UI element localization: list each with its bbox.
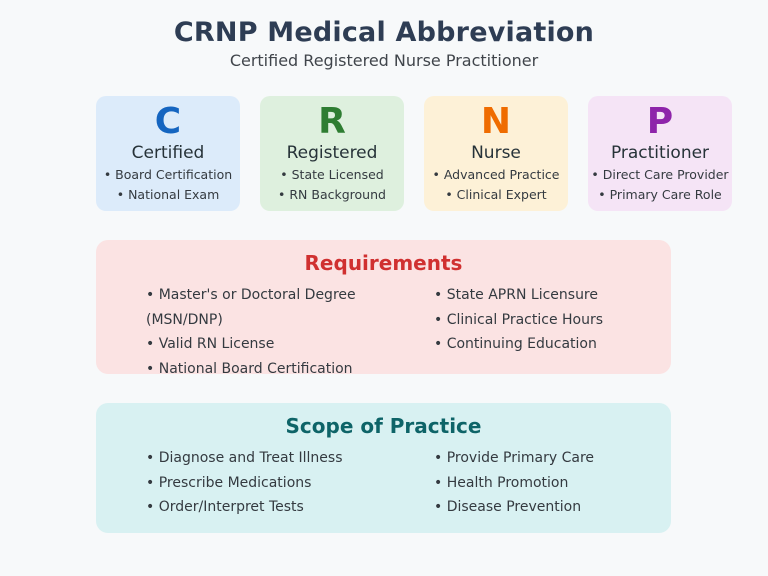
list-item: Master's or Doctoral Degree (MSN/DNP): [146, 283, 434, 332]
list-item: Diagnose and Treat Illness: [146, 446, 434, 471]
card-word: Certified: [131, 143, 205, 163]
requirements-right-list: State APRN Licensure Clinical Practice H…: [434, 283, 671, 381]
card-practitioner: P Practitioner Direct Care Provider Prim…: [588, 96, 732, 211]
card-bullet: State Licensed: [260, 166, 404, 184]
list-item: Prescribe Medications: [146, 471, 434, 496]
card-letter: P: [646, 101, 674, 142]
card-bullet: Board Certification: [96, 166, 240, 184]
card-word: Registered: [286, 143, 378, 163]
list-item: Health Promotion: [434, 471, 671, 496]
card-letter: N: [480, 101, 512, 142]
card-bullet: Advanced Practice: [424, 166, 568, 184]
card-word: Practitioner: [610, 143, 710, 163]
card-bullet: Clinical Expert: [424, 186, 568, 204]
list-item: State APRN Licensure: [434, 283, 671, 308]
letter-cards-row: C Certified Board Certification National…: [96, 96, 732, 211]
list-item: Clinical Practice Hours: [434, 308, 671, 333]
list-item: Disease Prevention: [434, 495, 671, 520]
card-bullet: Direct Care Provider: [588, 166, 732, 184]
card-certified: C Certified Board Certification National…: [96, 96, 240, 211]
requirements-columns: Master's or Doctoral Degree (MSN/DNP) Va…: [146, 283, 671, 381]
requirements-left-list: Master's or Doctoral Degree (MSN/DNP) Va…: [146, 283, 434, 381]
card-bullet: Primary Care Role: [588, 186, 732, 204]
scope-left-list: Diagnose and Treat Illness Prescribe Med…: [146, 446, 434, 520]
scope-of-practice-panel: Scope of Practice Diagnose and Treat Ill…: [96, 403, 671, 533]
card-letter: R: [318, 101, 346, 142]
list-item: Valid RN License: [146, 332, 434, 357]
list-item: Order/Interpret Tests: [146, 495, 434, 520]
page-title: CRNP Medical Abbreviation: [173, 17, 595, 48]
scope-columns: Diagnose and Treat Illness Prescribe Med…: [146, 446, 671, 520]
list-item: Continuing Education: [434, 332, 671, 357]
list-item: National Board Certification: [146, 357, 434, 382]
card-registered: R Registered State Licensed RN Backgroun…: [260, 96, 404, 211]
card-word: Nurse: [471, 143, 521, 163]
page-subtitle: Certified Registered Nurse Practitioner: [229, 51, 539, 70]
card-bullet: RN Background: [260, 186, 404, 204]
requirements-title: Requirements: [304, 251, 463, 275]
requirements-panel: Requirements Master's or Doctoral Degree…: [96, 240, 671, 377]
scope-right-list: Provide Primary Care Health Promotion Di…: [434, 446, 671, 520]
card-letter: C: [154, 101, 182, 142]
card-nurse: N Nurse Advanced Practice Clinical Exper…: [424, 96, 568, 211]
scope-title: Scope of Practice: [285, 414, 482, 438]
card-bullet: National Exam: [96, 186, 240, 204]
list-item: Provide Primary Care: [434, 446, 671, 471]
